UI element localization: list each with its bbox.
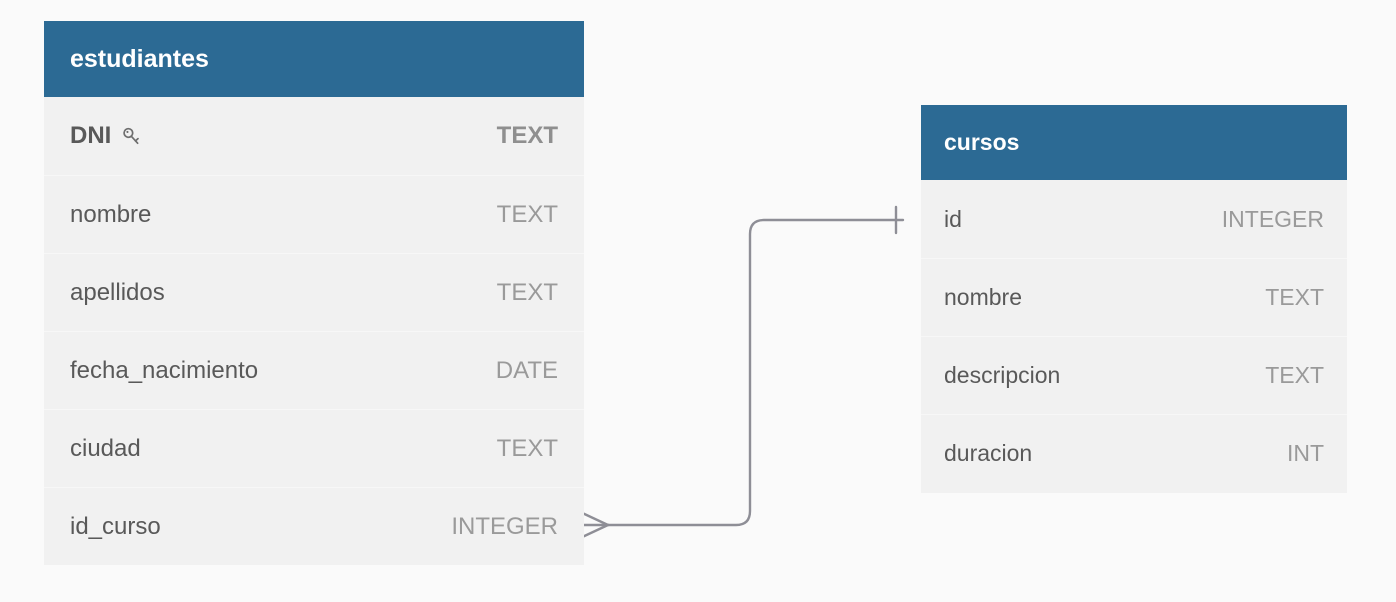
field-row-duracion[interactable]: duracion INT bbox=[921, 414, 1347, 492]
field-row-nombre[interactable]: nombre TEXT bbox=[44, 175, 584, 253]
entity-header-estudiantes[interactable]: estudiantes bbox=[44, 21, 584, 97]
field-row-dni[interactable]: DNI TEXT bbox=[44, 97, 584, 175]
field-row-id-curso[interactable]: id_curso INTEGER bbox=[44, 487, 584, 565]
field-row-fecha-nacimiento[interactable]: fecha_nacimiento DATE bbox=[44, 331, 584, 409]
field-type-duracion: INT bbox=[1286, 440, 1324, 466]
connector-path bbox=[606, 218, 905, 527]
field-name-id-curso: id_curso bbox=[70, 512, 161, 540]
field-name-nombre: nombre bbox=[70, 200, 152, 228]
field-row-id[interactable]: id INTEGER bbox=[921, 180, 1347, 258]
field-type-nombre: TEXT bbox=[1265, 284, 1324, 310]
entity-table-estudiantes[interactable]: estudiantes DNI bbox=[44, 21, 584, 565]
field-type-fecha-nacimiento: DATE bbox=[495, 356, 558, 384]
field-type-id: INTEGER bbox=[1221, 205, 1324, 232]
field-name-duracion: duracion bbox=[944, 440, 1033, 466]
field-name-descripcion: descripcion bbox=[944, 362, 1061, 388]
field-list-cursos: id INTEGER nombre TEXT descripcion TEXT … bbox=[921, 180, 1347, 492]
field-type-descripcion: TEXT bbox=[1265, 362, 1324, 388]
entity-table-cursos[interactable]: cursos id INTEGER nombre TEXT descripcio… bbox=[921, 105, 1347, 493]
field-name-ciudad: ciudad bbox=[70, 434, 141, 462]
field-name-fecha-nacimiento: fecha_nacimiento bbox=[70, 356, 259, 384]
field-type-dni: TEXT bbox=[496, 122, 558, 149]
field-type-ciudad: TEXT bbox=[496, 434, 558, 462]
field-type-id-curso: INTEGER bbox=[451, 512, 558, 540]
field-type-nombre: TEXT bbox=[496, 200, 558, 228]
field-list-estudiantes: DNI TEXT nombr bbox=[44, 97, 584, 565]
field-row-nombre[interactable]: nombre TEXT bbox=[921, 258, 1347, 336]
field-label: DNI bbox=[70, 122, 112, 149]
field-row-ciudad[interactable]: ciudad TEXT bbox=[44, 409, 584, 487]
field-row-descripcion[interactable]: descripcion TEXT bbox=[921, 336, 1347, 414]
field-type-apellidos: TEXT bbox=[496, 278, 558, 306]
field-name-dni: DNI bbox=[70, 122, 144, 150]
field-row-apellidos[interactable]: apellidos TEXT bbox=[44, 253, 584, 331]
entity-title: estudiantes bbox=[70, 44, 209, 73]
field-name-apellidos: apellidos bbox=[70, 278, 165, 306]
entity-header-cursos[interactable]: cursos bbox=[921, 105, 1347, 180]
key-icon bbox=[120, 125, 144, 149]
field-name-id: id bbox=[944, 205, 962, 232]
entity-title: cursos bbox=[944, 129, 1020, 155]
field-name-nombre: nombre bbox=[944, 284, 1022, 310]
